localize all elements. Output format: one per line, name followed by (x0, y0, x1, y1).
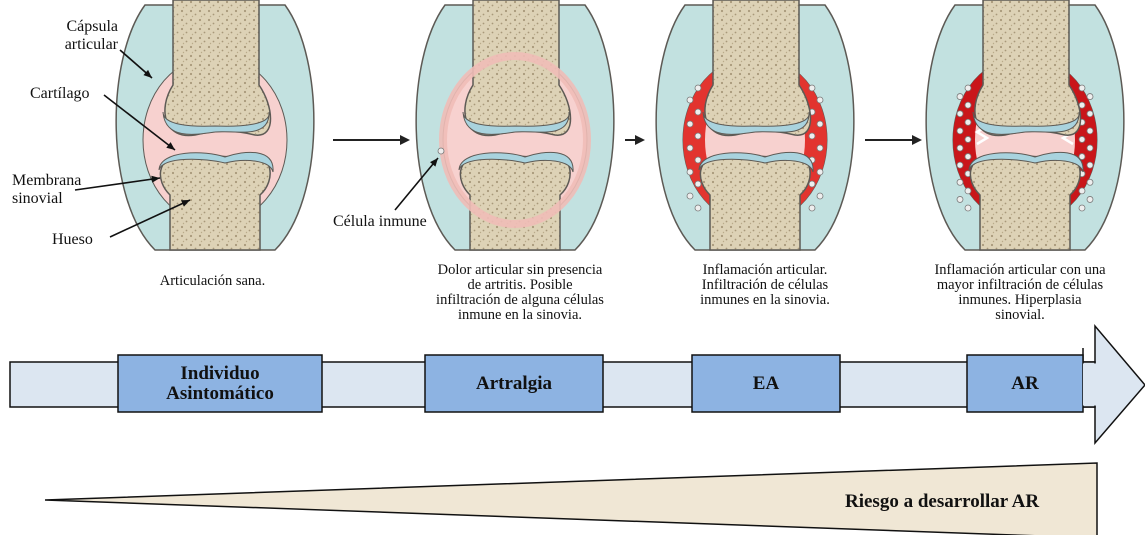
joint-ar-immune-cell (965, 188, 971, 194)
stage-label-asintomatico-text: Individuo Asintomático (150, 364, 290, 404)
joint-ea-immune-cell (687, 193, 693, 199)
caption-arthralgia-line2: de artritis. Posible (405, 278, 635, 293)
joint-ea-immune-cell (687, 121, 693, 127)
joint-ar-immune-cell (1079, 85, 1085, 91)
caption-ar-line1: Inflamación articular con una (905, 263, 1135, 278)
joint-ar-immune-cell (957, 179, 963, 185)
label-celula-inmune: Célula inmune (333, 213, 427, 231)
stage-label-artralgia: Artralgia (425, 355, 603, 412)
joint-ea-immune-cell (817, 193, 823, 199)
joint-ar-immune-cell (965, 205, 971, 211)
joint-ar-immune-cell (965, 154, 971, 160)
caption-arthralgia-line4: inmune en la sinovia. (405, 308, 635, 323)
progression-arrow-2-head (635, 135, 645, 145)
label-capsula-line1: Cápsula (38, 18, 118, 36)
joint-ar-immune-cell (965, 119, 971, 125)
progression-arrow-3-head (912, 135, 922, 145)
joint-ar-immune-cell (1079, 136, 1085, 142)
caption-arthralgia-line3: infiltración de alguna células (405, 293, 635, 308)
caption-ea: Inflamación articular. Infiltración de c… (670, 263, 860, 308)
joint-ar-immune-cell (1087, 94, 1093, 100)
joint-ar-immune-cell (1087, 162, 1093, 168)
joint-ea-immune-cell (687, 169, 693, 175)
stage-label-ar: AR (967, 355, 1083, 412)
joint-ar-immune-cell (1087, 111, 1093, 117)
label-membrana-line2: sinovial (12, 190, 81, 208)
label-capsula-line2: articular (38, 36, 118, 54)
joint-ar-immune-cell (1079, 188, 1085, 194)
joint-arthralgia-lower-bone (460, 154, 570, 250)
caption-ar-line4: sinovial. (905, 308, 1135, 323)
joint-ar-immune-cell (957, 196, 963, 202)
label-membrana: Membrana sinovial (12, 172, 81, 208)
risk-label: Riesgo a desarrollar AR (845, 491, 1039, 513)
progression-arrow-1-head (400, 135, 410, 145)
joint-ea (656, 0, 854, 250)
joint-ea-immune-cell (817, 121, 823, 127)
joint-ar-lower-bone (970, 154, 1080, 250)
caption-ea-line3: inmunes en la sinovia. (670, 293, 860, 308)
joint-ar-immune-cell (957, 145, 963, 151)
joint-ea-immune-cell (695, 205, 701, 211)
joint-ea-immune-cell (817, 169, 823, 175)
caption-ar: Inflamación articular con una mayor infi… (905, 263, 1135, 323)
stage-label-asintomatico: Individuo Asintomático (118, 355, 322, 412)
progression-arrow-2 (625, 135, 645, 145)
joint-healthy (116, 0, 314, 250)
joint-ar-immune-cell (965, 85, 971, 91)
progression-arrow-3 (865, 135, 922, 145)
joint-healthy-lower-bone (160, 154, 270, 250)
caption-ea-line1: Inflamación articular. (670, 263, 860, 278)
joint-ea-immune-cell (695, 181, 701, 187)
caption-healthy-line: Articulación sana. (125, 274, 300, 289)
caption-arthralgia-line1: Dolor articular sin presencia (405, 263, 635, 278)
joint-ar-immune-cell (957, 162, 963, 168)
joint-arthralgia-immune-cell (438, 148, 444, 154)
caption-ar-line2: mayor infiltración de células (905, 278, 1135, 293)
joint-ar-immune-cell (1079, 205, 1085, 211)
joint-ea-immune-cell (695, 85, 701, 91)
caption-ea-line2: Infiltración de células (670, 278, 860, 293)
joint-ea-immune-cell (817, 145, 823, 151)
joint-ar-immune-cell (1087, 145, 1093, 151)
timeline-arrow-join (1083, 364, 1096, 406)
joint-ar-immune-cell (957, 128, 963, 134)
joint-ea-immune-cell (695, 157, 701, 163)
joint-ar (926, 0, 1124, 250)
joint-ar-immune-cell (1087, 179, 1093, 185)
label-capsula: Cápsula articular (38, 18, 118, 54)
joint-ar-immune-cell (957, 94, 963, 100)
joint-ar-upper-bone (975, 0, 1081, 136)
caption-ar-line3: inmunes. Hiperplasia (905, 293, 1135, 308)
joint-ar-immune-cell (965, 102, 971, 108)
joint-ea-immune-cell (695, 133, 701, 139)
stage-label-ea: EA (692, 355, 840, 412)
joint-ar-immune-cell (957, 111, 963, 117)
joint-ar-immune-cell (965, 136, 971, 142)
label-membrana-line1: Membrana (12, 172, 81, 190)
joint-ea-immune-cell (817, 97, 823, 103)
joint-healthy-upper-bone (165, 0, 271, 136)
label-cartilago: Cartílago (30, 85, 90, 103)
label-hueso: Hueso (52, 231, 93, 249)
joint-ea-immune-cell (809, 205, 815, 211)
joint-ea-immune-cell (687, 97, 693, 103)
joint-ea-immune-cell (695, 109, 701, 115)
joint-ea-immune-cell (809, 133, 815, 139)
joint-ar-immune-cell (1087, 196, 1093, 202)
caption-healthy: Articulación sana. (125, 274, 300, 289)
joint-ar-immune-cell (1087, 128, 1093, 134)
joint-ea-upper-bone (705, 0, 811, 136)
joint-ea-immune-cell (809, 181, 815, 187)
joint-ea-immune-cell (809, 85, 815, 91)
joint-ea-immune-cell (687, 145, 693, 151)
caption-arthralgia: Dolor articular sin presencia de artriti… (405, 263, 635, 323)
joint-ar-immune-cell (1079, 102, 1085, 108)
joint-ea-lower-bone (700, 154, 810, 250)
progression-arrow-1 (333, 135, 410, 145)
